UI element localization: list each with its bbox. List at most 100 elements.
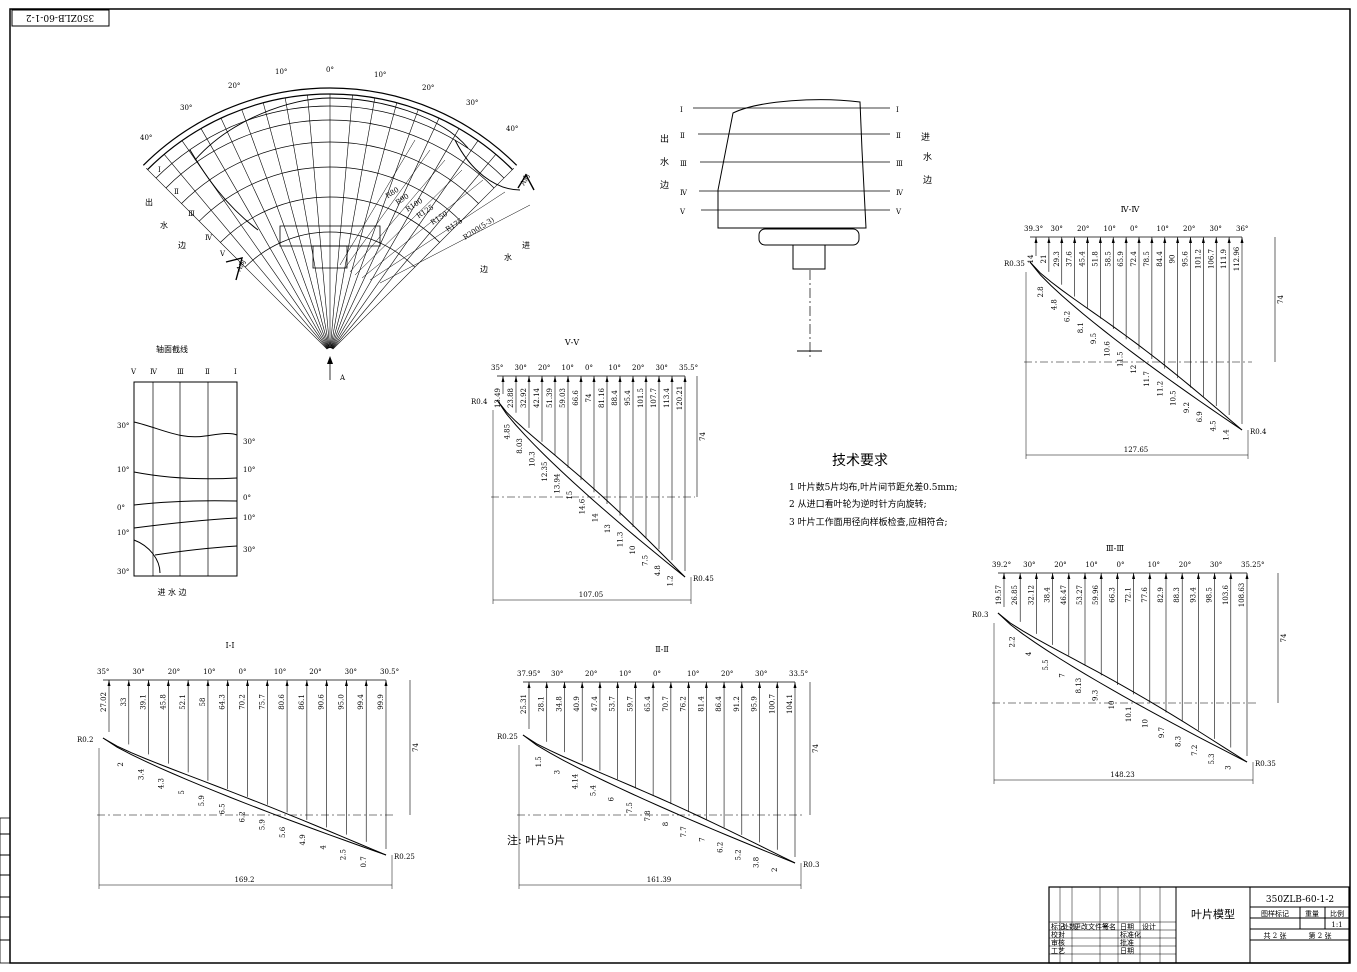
section-lower-value: 4.8 (654, 565, 662, 576)
dim-arrow (605, 376, 609, 382)
section-upper-value: 103.6 (1222, 584, 1230, 605)
section-lower-value: 13 (604, 524, 612, 533)
section-angle-label: 20° (632, 364, 644, 372)
tb-sign-label: 日期 (1120, 947, 1134, 955)
section-lower-value: 4 (319, 845, 327, 850)
section-lower-value: 8.3 (1175, 736, 1183, 747)
section-radius-right: R0.4 (1250, 428, 1267, 436)
section-angle-label: 0° (585, 364, 593, 372)
axial-plot-title: 轴面截线 (156, 344, 188, 354)
section-lower-value: 4.14 (571, 773, 579, 789)
dim-arrow (1083, 573, 1087, 579)
section-upper-value: 32.92 (520, 388, 528, 408)
section-upper-value: 95.0 (337, 694, 345, 710)
axial-col-label: Ⅴ (130, 368, 137, 376)
blade-pressure-surface (102, 737, 387, 856)
side-level-right: Ⅳ (896, 189, 904, 197)
fan-radius-label: R200(5-3) (462, 216, 496, 242)
section-lower-value: 4.5 (1210, 420, 1218, 431)
dim-arrow (527, 682, 531, 688)
tb-sign-label: 审核 (1051, 938, 1065, 947)
section-angle-label: 35° (97, 668, 109, 676)
section-lower-value: 11.7 (1143, 371, 1151, 387)
section-width: 127.65 (1124, 446, 1149, 454)
tb-sign-label: 校对 (1051, 930, 1065, 939)
side-level-left: Ⅳ (680, 189, 688, 197)
section-lower-value: 3.8 (753, 857, 761, 868)
axial-left-tick: 10° (117, 529, 129, 537)
dim-arrow (1213, 573, 1217, 579)
section-upper-value: 82.9 (1157, 587, 1165, 603)
section-upper-value: 51.39 (546, 388, 554, 408)
fan-radial-line (163, 154, 328, 350)
fan-radial-line (307, 94, 330, 349)
dim-arrow (501, 376, 505, 382)
tech-item-2: 2 从进口看叶轮为逆时针方向旋转; (789, 498, 927, 510)
drawing-number-stamp: 350ZLB-60-1-2 (26, 12, 94, 22)
section-angle-label: 30° (132, 668, 144, 676)
view-arrow (327, 356, 333, 364)
dim-arrow (1098, 237, 1102, 243)
axial-left-tick: 30° (117, 422, 129, 430)
section-height: 74 (699, 432, 707, 441)
axial-left-tick: 10° (117, 466, 129, 474)
section-lower-value: 4.3 (158, 778, 166, 789)
dim-arrow (127, 680, 131, 686)
section-lower-value: 7.8 (644, 810, 652, 821)
fan-angle-label: 20° (228, 82, 240, 90)
section-upper-value: 42.14 (533, 387, 541, 408)
tb-sign-label: 更改文件号 (1074, 922, 1109, 931)
dim-arrow (657, 376, 661, 382)
section-width: 148.23 (1110, 771, 1135, 779)
section-lower-value: 7.7 (680, 826, 688, 837)
section-upper-value: 106.7 (1207, 249, 1215, 269)
section-lower-value: 5.5 (1042, 659, 1050, 670)
fan-arc (181, 141, 479, 204)
dim-arrow (1148, 573, 1152, 579)
blade-pressure-surface (522, 734, 796, 864)
section-radius-right: R0.35 (1255, 760, 1276, 768)
section-lower-value: 6.2 (1064, 311, 1072, 322)
section-lower-value: 7.2 (1191, 745, 1199, 756)
section-lower-value: 9.2 (1183, 402, 1191, 413)
section-lower-value: 1.4 (1223, 429, 1231, 441)
dim-arrow (1111, 237, 1115, 243)
blade-suction-surface (496, 399, 686, 578)
fan-arc (198, 166, 462, 222)
section-upper-value: 70.7 (662, 696, 670, 712)
tb-material-label: 图样标记 (1261, 909, 1289, 918)
fan-angle-label: 10° (374, 71, 386, 79)
section-upper-value: 58 (199, 698, 207, 707)
fan-section-label: Ⅴ (219, 250, 226, 258)
side-left-text-2: 水 (660, 156, 669, 168)
dim-arrow (631, 376, 635, 382)
tb-sign-label: 日期 (1120, 923, 1134, 931)
section-lower-value: 9.7 (1158, 727, 1166, 738)
section-marker-right (517, 173, 535, 191)
fan-section-label: Ⅱ (174, 188, 179, 196)
dim-arrow (644, 376, 648, 382)
dim-arrow (1214, 237, 1218, 243)
section-upper-value: 47.4 (591, 696, 599, 712)
dim-arrow (670, 376, 674, 382)
section-angle-label: 0° (239, 668, 247, 676)
section-upper-value: 120.21 (676, 386, 684, 411)
side-right-text-2: 水 (923, 151, 932, 163)
section-upper-value: 72.4 (1130, 251, 1138, 267)
section-upper-value: 28.1 (538, 696, 546, 712)
axial-plot-bottom: 进 水 边 (157, 587, 186, 597)
section-lower-value: 2 (771, 867, 779, 871)
section-upper-value: 107.7 (650, 388, 658, 408)
fan-section-label: Ⅰ (158, 166, 161, 174)
dim-arrow (598, 682, 602, 688)
fan-section-label: Ⅲ (188, 210, 195, 218)
fan-radius-label: R175 (444, 217, 464, 234)
section-upper-value: 88.3 (1173, 587, 1181, 603)
fan-radial-line (331, 128, 460, 349)
section-height: 74 (1277, 295, 1285, 304)
section-lower-value: 8 (662, 822, 670, 826)
dim-arrow (793, 682, 797, 688)
section-lower-value: 2.8 (1037, 286, 1045, 297)
